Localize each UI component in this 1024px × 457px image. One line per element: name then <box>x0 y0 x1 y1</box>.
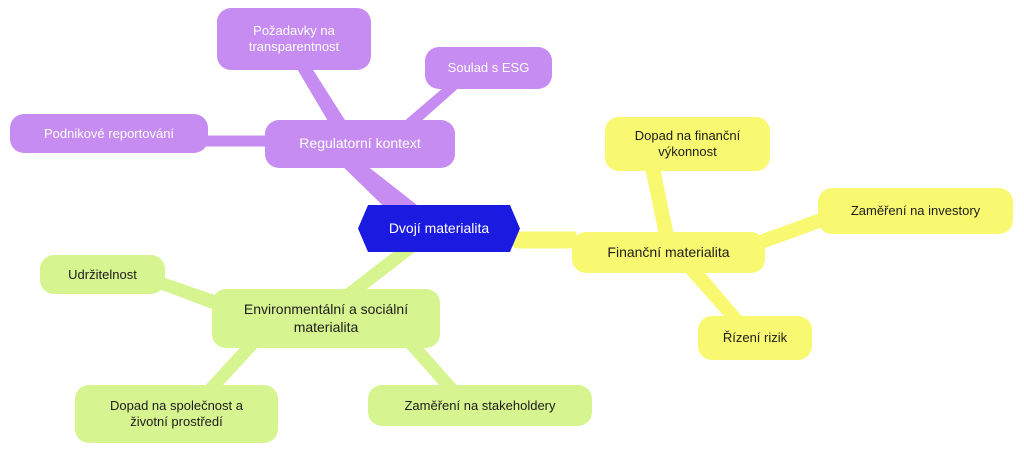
node-label-soulad-s-esg: Soulad s ESG <box>447 60 530 76</box>
node-label-root: Dvojí materialita <box>388 219 490 236</box>
edge-environmentalni-udrzitelnost <box>157 275 217 311</box>
node-label-dopad-na-financni-vykonnost: Dopad na finanční výkonnost <box>634 128 741 159</box>
node-rizeni-rizik[interactable]: Řízení rizik <box>698 316 812 360</box>
node-pozadavky-na-transparentnost[interactable]: Požadavky na transparentnost <box>217 8 371 70</box>
node-dopad-na-financni-vykonnost[interactable]: Dopad na finanční výkonnost <box>605 117 770 171</box>
node-label-zamereni-na-stakeholdery: Zaměření na stakeholdery <box>404 397 556 413</box>
edge-financni-rizeni <box>681 267 747 323</box>
node-label-financni-materialita: Finanční materialita <box>607 243 730 260</box>
edge-regulatorni-podnikove <box>199 135 271 147</box>
node-zamereni-na-stakeholdery[interactable]: Zaměření na stakeholdery <box>368 385 592 426</box>
node-zamereni-na-investory[interactable]: Zaměření na investory <box>818 188 1013 234</box>
node-label-podnikove-reportovani: Podnikové reportování <box>43 125 175 141</box>
edge-financni-investory <box>757 211 825 251</box>
node-label-environmentalni-a-socialni-materialita: Environmentální a sociální materialita <box>243 301 409 335</box>
edge-root-regulatorni <box>344 167 421 209</box>
node-dopad-na-spolecnost-a-zivotni-prostredi[interactable]: Dopad na společnost a životní prostředí <box>75 385 278 443</box>
node-soulad-s-esg[interactable]: Soulad s ESG <box>425 47 552 89</box>
node-root[interactable]: Dvojí materialita <box>358 205 520 252</box>
node-label-dopad-na-spolecnost-a-zivotni-prostredi: Dopad na společnost a životní prostředí <box>110 398 243 429</box>
node-label-pozadavky-na-transparentnost: Požadavky na transparentnost <box>248 23 340 54</box>
node-udrzitelnost[interactable]: Udržitelnost <box>40 255 165 294</box>
node-environmentalni-a-socialni-materialita[interactable]: Environmentální a sociální materialita <box>212 289 440 348</box>
edge-financni-dopad <box>645 169 675 239</box>
node-label-rizeni-rizik: Řízení rizik <box>722 330 788 346</box>
node-regulatorni-kontext[interactable]: Regulatorní kontext <box>265 120 455 168</box>
node-podnikove-reportovani[interactable]: Podnikové reportování <box>10 114 208 153</box>
node-label-zamereni-na-investory: Zaměření na investory <box>850 203 981 219</box>
node-label-udrzitelnost: Udržitelnost <box>68 266 137 282</box>
node-financni-materialita[interactable]: Finanční materialita <box>572 232 765 273</box>
node-label-regulatorni-kontext: Regulatorní kontext <box>299 135 421 152</box>
